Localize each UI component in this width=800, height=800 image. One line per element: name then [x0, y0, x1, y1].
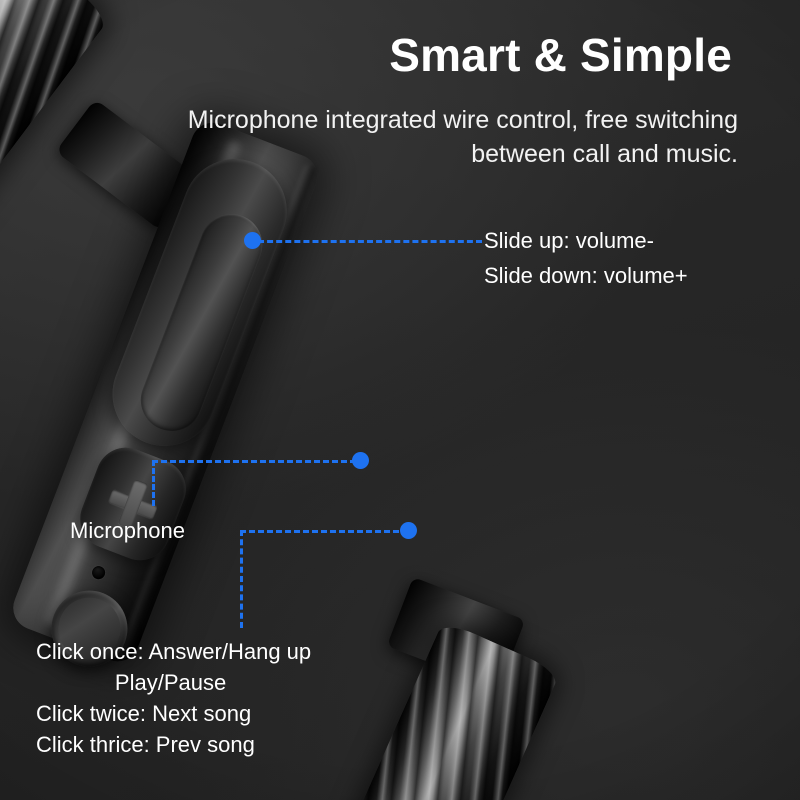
callout-label-slide-up: Slide up: volume-: [484, 228, 654, 253]
page-subtitle-line-1: Microphone integrated wire control, free…: [187, 106, 738, 134]
callout-leader-volume-slider: [258, 240, 482, 243]
click-instruction-line-1: Click once: Answer/Hang up: [36, 639, 312, 664]
callout-marker-microphone: [352, 452, 369, 469]
callout-label-slide-down: Slide down: volume+: [484, 263, 688, 288]
click-instruction-line-3: Click twice: Next song: [36, 701, 252, 726]
callout-marker-volume-slider: [244, 232, 261, 249]
page-title: Smart & Simple: [389, 29, 732, 81]
click-instructions: Click once: Answer/Hang up Play/Pause Cl…: [36, 636, 311, 760]
callout-marker-multifunction-button: [400, 522, 417, 539]
callout-leader-multifunction-horizontal: [240, 530, 408, 533]
page-subtitle-line-2: between call and music.: [471, 140, 738, 168]
callout-leader-microphone-vertical: [152, 460, 155, 506]
callout-leader-microphone-horizontal: [152, 460, 356, 463]
click-instruction-line-2: Play/Pause: [114, 670, 227, 695]
callout-label-microphone: Microphone: [70, 518, 185, 543]
callout-leader-multifunction-vertical: [240, 530, 243, 628]
page-subtitle: Microphone integrated wire control, free…: [58, 103, 738, 171]
click-instruction-line-4: Click thrice: Prev song: [36, 732, 255, 757]
